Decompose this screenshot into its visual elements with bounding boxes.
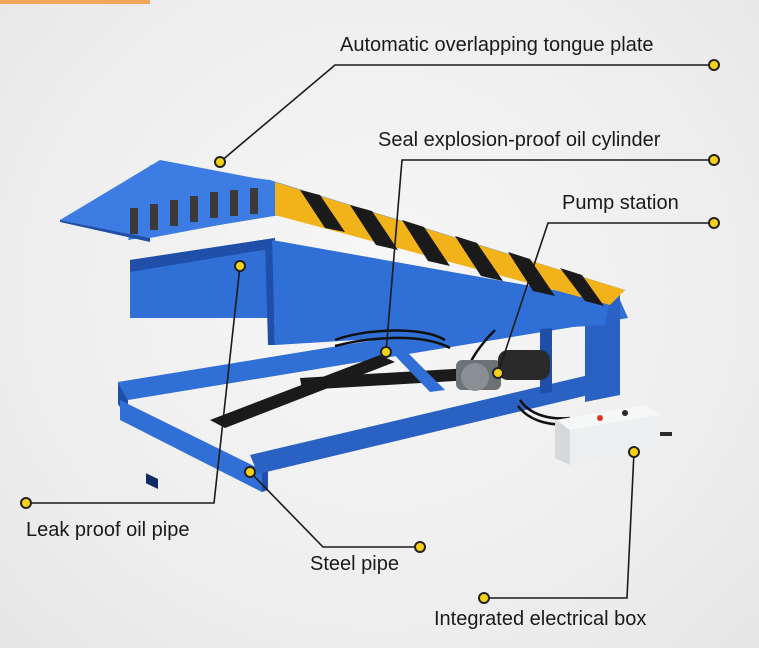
callout-label-pump-station: Pump station xyxy=(562,192,679,214)
callout-dot-tongue-plate-end xyxy=(708,59,720,71)
electrical-box xyxy=(555,405,672,465)
callout-dot-pump-station xyxy=(492,367,504,379)
callout-leader-lines xyxy=(26,64,714,599)
callout-label-oil-pipe: Leak proof oil pipe xyxy=(26,519,190,541)
lift-arms xyxy=(210,340,472,428)
tongue-plate xyxy=(60,160,275,242)
callout-dot-oil-cylinder-end xyxy=(708,154,720,166)
deck-skirt-left xyxy=(130,238,275,318)
hydraulic-hoses xyxy=(334,329,571,426)
callout-dot-steel-pipe-end xyxy=(414,541,426,553)
callout-dot-oil-cylinder xyxy=(380,346,392,358)
callout-label-steel-pipe: Steel pipe xyxy=(310,553,399,575)
callout-label-tongue-plate: Automatic overlapping tongue plate xyxy=(340,34,654,56)
deck-skirt-right xyxy=(265,240,610,345)
callout-label-oil-cylinder: Seal explosion-proof oil cylinder xyxy=(378,129,661,151)
callout-dot-electrical-box-end xyxy=(478,592,490,604)
callout-dot-electrical-box xyxy=(628,446,640,458)
pump-station xyxy=(456,350,550,391)
top-accent-strip xyxy=(0,0,150,4)
callout-dot-steel-pipe xyxy=(244,466,256,478)
callout-label-electrical-box: Integrated electrical box xyxy=(434,608,647,630)
callout-dot-tongue-plate xyxy=(214,156,226,168)
callout-dot-oil-pipe-end xyxy=(20,497,32,509)
callout-dot-oil-pipe xyxy=(234,260,246,272)
callout-dot-pump-station-end xyxy=(708,217,720,229)
